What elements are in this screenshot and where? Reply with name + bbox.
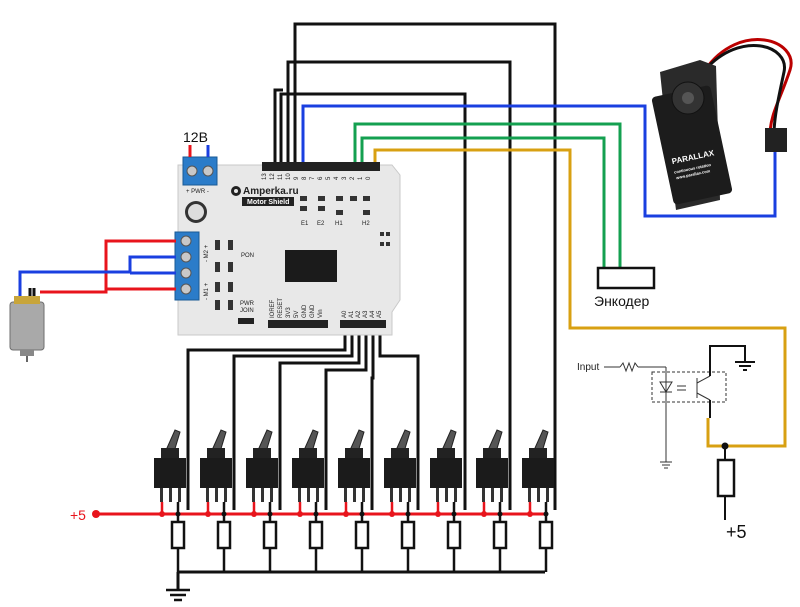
shield-subtitle: Motor Shield [247,199,289,206]
motor-wires [18,239,176,300]
input-label: Input [577,362,599,373]
digital-pin-label: 7 [310,176,316,180]
driver-chip [285,250,337,282]
label-h1: H1 [335,221,343,227]
digital-pin-label: 5 [326,176,332,180]
toggle-switch [154,429,186,572]
digital-header [262,162,380,171]
toggle-switch [476,429,508,572]
wire-pin-12 [286,60,512,510]
power-terminal [182,145,218,186]
label-m1: - M1 + [204,282,210,300]
jumper [238,318,254,324]
encoder-label: Энкодер [594,293,650,309]
label-pwr-join-1: PWR [240,301,255,307]
optocoupler-circuit [604,361,727,469]
power-pin-label: 5V [294,311,300,318]
power-pin-label: GND [302,304,308,318]
toggle-switch [292,429,324,572]
label-e2: E2 [317,221,325,227]
pulldown-resistor [446,520,462,550]
pulldown-resistor [538,520,554,550]
opto-output [709,345,755,520]
toggle-switch [522,429,554,572]
analog-pin-label: A1 [349,310,355,318]
ground-bus [176,570,545,590]
digital-pin-label: 12 [270,173,276,180]
analog-pin-label: A4 [370,310,376,318]
label-pwr-join-2: JOIN [240,308,254,314]
amperka-logo [231,186,241,196]
pulldown-resistor [492,520,508,550]
toggle-switch [200,429,232,572]
shield-brand: Amperka.ru [243,186,299,197]
toggle-switch [246,429,278,572]
pulldown-resistor [170,520,186,550]
digital-pin-label: 1 [358,176,364,180]
pulldown-resistor [308,520,324,550]
digital-pin-label: 9 [294,176,300,180]
wire-pin-11 [279,92,467,510]
power-pin-label: IOREF [270,299,276,318]
digital-pin-label: 6 [318,176,324,180]
power-pin-label: GND [310,304,316,318]
analog-pin-label: A5 [377,310,383,318]
plus5-label-left: +5 [70,507,86,523]
servo-signal-wire [301,104,777,218]
power-header [268,320,328,328]
digital-pin-label: 13 [262,173,268,180]
toggle-switch [430,429,462,572]
opto-wire [373,148,787,448]
power-pin-label: RESET [278,298,284,318]
wire-pin-10 [273,88,283,165]
analog-header [340,320,386,328]
label-pon: PON [241,253,254,259]
analog-pin-label: A2 [356,310,362,318]
digital-pin-label: 10 [286,173,292,180]
label-e1: E1 [301,221,309,227]
dc-motor [9,296,45,362]
voltage-label: 12В [183,129,208,145]
power-pin-label: 3V3 [286,307,292,318]
digital-pin-label: 2 [350,176,356,180]
plus5-label-right: +5 [726,522,747,542]
toggle-switch [338,429,370,572]
digital-pin-label: 3 [342,176,348,180]
digital-pin-label: 8 [302,176,308,180]
label-pwr: + PWR - [186,189,209,195]
label-h2: H2 [362,221,370,227]
digital-pin-label: 4 [334,176,340,180]
analog-pin-label: A3 [363,310,369,318]
analog-pin-wires [186,325,420,510]
motor-terminal [174,231,200,301]
digital-pin-label: 0 [366,176,372,180]
toggle-switch [384,429,416,572]
ground-symbol-bottom [166,588,190,602]
power-pin-label: Vin [318,309,324,318]
encoder [596,266,656,290]
pulldown-resistor [216,520,232,550]
encoder-wires [353,122,622,270]
toggle-switch-array [154,429,554,572]
digital-pin-label: 11 [278,173,284,180]
digital-pin-wires [273,22,557,510]
label-m2: - M2 + [204,244,210,262]
plus5-bus [92,510,545,518]
pulldown-resistor [354,520,370,550]
pulldown-resistor [400,520,416,550]
pulldown-resistor [262,520,278,550]
analog-pin-label: A0 [342,310,348,318]
servo-motor: PARALLAX continuous rotation www.paralla… [651,38,793,210]
